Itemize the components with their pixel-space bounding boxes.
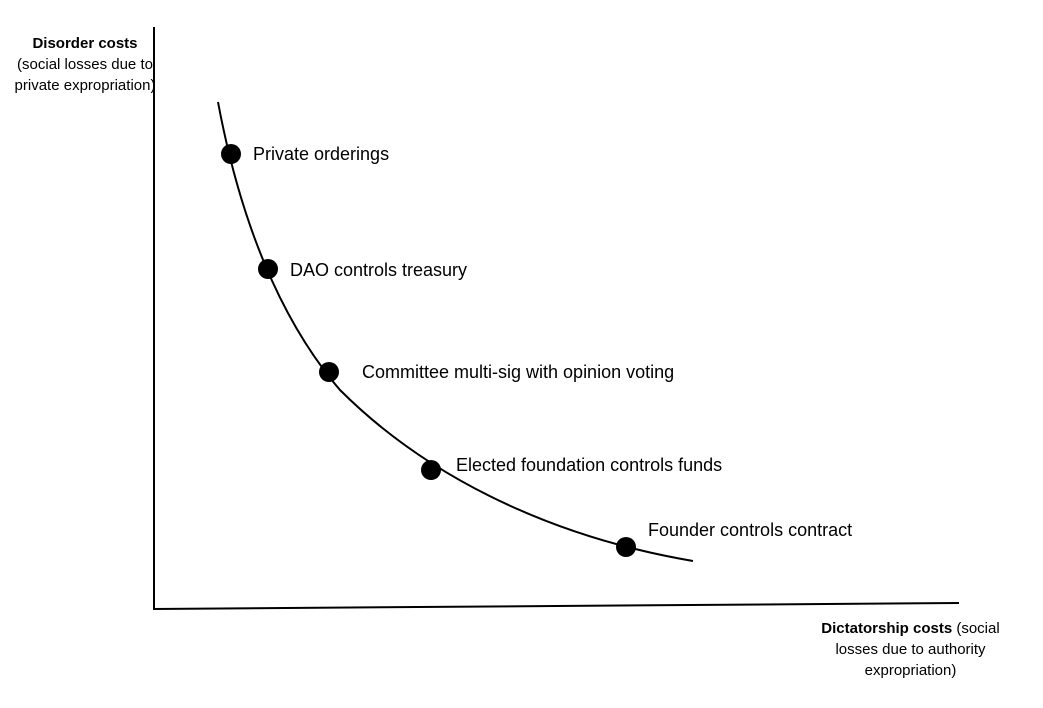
y-axis-title: Disorder costs (social losses due to pri…	[10, 33, 160, 96]
x-axis-title: Dictatorship costs (social losses due to…	[808, 618, 1013, 681]
curve-point-founder-controls-contract: Founder controls contract	[616, 520, 852, 557]
curve-point-committee-multisig: Committee multi-sig with opinion voting	[319, 362, 674, 382]
x-axis-title-bold: Dictatorship costs	[821, 620, 953, 637]
curve-point-elected-foundation: Elected foundation controls funds	[421, 455, 722, 480]
point-label: Elected foundation controls funds	[456, 455, 722, 475]
point-marker	[221, 144, 241, 164]
curve-point-private-orderings: Private orderings	[221, 144, 389, 164]
y-axis-title-bold: Disorder costs	[32, 35, 138, 52]
point-label: Founder controls contract	[648, 520, 852, 540]
point-marker	[319, 362, 339, 382]
point-label: DAO controls treasury	[290, 260, 467, 280]
x-axis-line	[152, 602, 960, 610]
tradeoff-curve	[217, 101, 694, 562]
curve-point-dao-controls-treasury: DAO controls treasury	[258, 259, 467, 280]
y-axis-title-rest: (social losses due to private expropriat…	[14, 56, 156, 94]
point-marker	[421, 460, 441, 480]
point-label: Committee multi-sig with opinion voting	[362, 362, 674, 382]
point-label: Private orderings	[253, 144, 389, 164]
point-marker	[258, 259, 278, 279]
point-marker	[616, 537, 636, 557]
x-axis-title-rest: (social losses due to authority expropri…	[835, 620, 1000, 679]
